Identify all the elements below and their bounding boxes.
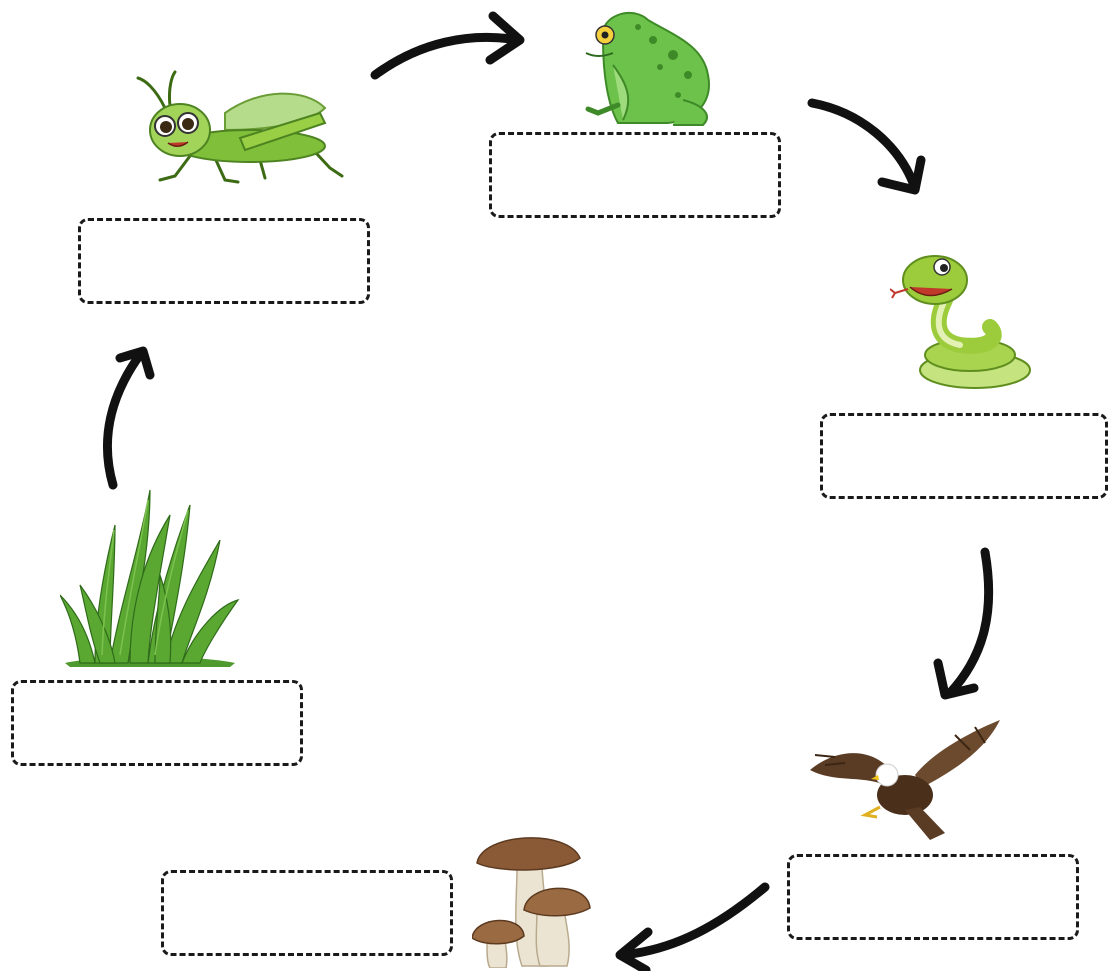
label-box-mushroom[interactable] (161, 870, 453, 956)
snake-icon (890, 245, 1040, 395)
arrow-eagle-to-mushroom (620, 887, 765, 970)
label-box-eagle[interactable] (787, 854, 1079, 940)
frog-icon (578, 5, 718, 130)
eagle-icon (805, 715, 1005, 845)
grasshopper-icon (130, 68, 350, 188)
mushroom-icon (472, 828, 592, 968)
label-box-grasshopper[interactable] (78, 218, 370, 304)
label-box-grass[interactable] (11, 680, 303, 766)
label-box-snake[interactable] (820, 413, 1108, 499)
arrow-frog-to-snake (812, 103, 921, 190)
arrow-grasshopper-to-frog (375, 16, 520, 75)
arrow-grass-to-grasshopper (107, 351, 150, 485)
arrow-snake-to-eagle (938, 552, 989, 695)
label-box-frog[interactable] (489, 132, 781, 218)
grass-icon (60, 485, 240, 670)
